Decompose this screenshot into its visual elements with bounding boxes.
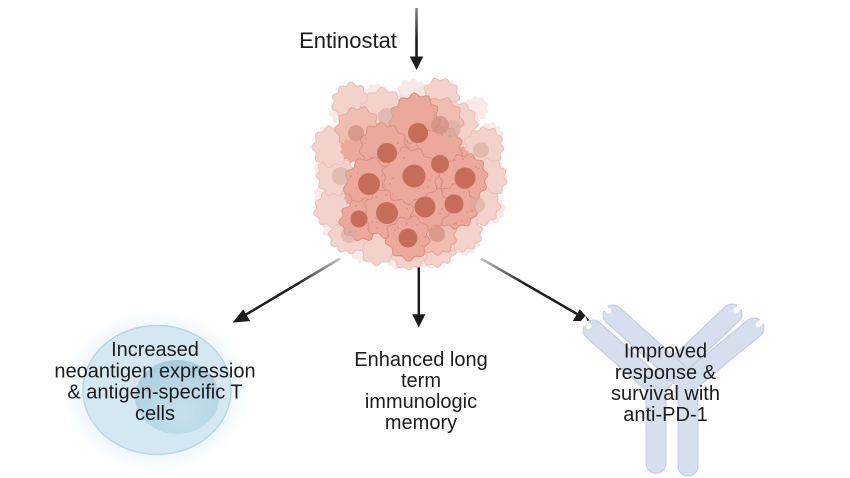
svg-text:Improved: Improved (624, 341, 707, 363)
svg-text:memory: memory (385, 412, 457, 434)
svg-text:survival with: survival with (611, 383, 720, 405)
svg-text:response &: response & (615, 362, 717, 384)
svg-text:cells: cells (135, 403, 175, 425)
svg-text:Entinostat: Entinostat (299, 28, 397, 53)
svg-text:immunologic: immunologic (365, 391, 477, 413)
svg-text:& antigen-specific T: & antigen-specific T (67, 382, 242, 404)
svg-text:Increased: Increased (111, 339, 199, 361)
svg-text:term: term (401, 370, 441, 392)
svg-text:anti-PD-1: anti-PD-1 (623, 404, 707, 426)
svg-text:Enhanced long: Enhanced long (354, 349, 487, 371)
svg-text:neoantigen expression: neoantigen expression (54, 360, 255, 382)
